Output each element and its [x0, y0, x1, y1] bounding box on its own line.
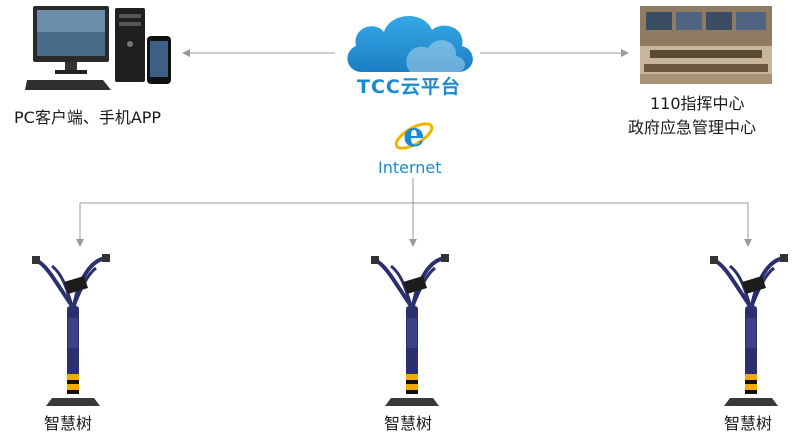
cloud-icon	[347, 15, 473, 72]
pc-and-phone-icon	[25, 6, 171, 90]
internet-explorer-icon: e	[394, 115, 434, 155]
command-center-label-line1: 110指挥中心	[650, 94, 745, 113]
smart-tree-left-label: 智慧树	[44, 414, 93, 433]
command-center-label-line2: 政府应急管理中心	[628, 118, 757, 137]
svg-text:e: e	[403, 115, 425, 155]
smart-tree-right-label: 智慧树	[724, 414, 773, 433]
smart-tree-right-image	[710, 254, 788, 406]
smart-tree-left-image	[32, 254, 110, 406]
smart-tree-center-image	[371, 254, 449, 406]
smart-tree-center-label: 智慧树	[384, 414, 433, 433]
cloud-platform-label: TCC云平台	[357, 76, 461, 98]
internet-label: Internet	[378, 158, 442, 177]
command-center-photo	[640, 6, 772, 84]
pc-client-label: PC客户端、手机APP	[14, 108, 162, 127]
